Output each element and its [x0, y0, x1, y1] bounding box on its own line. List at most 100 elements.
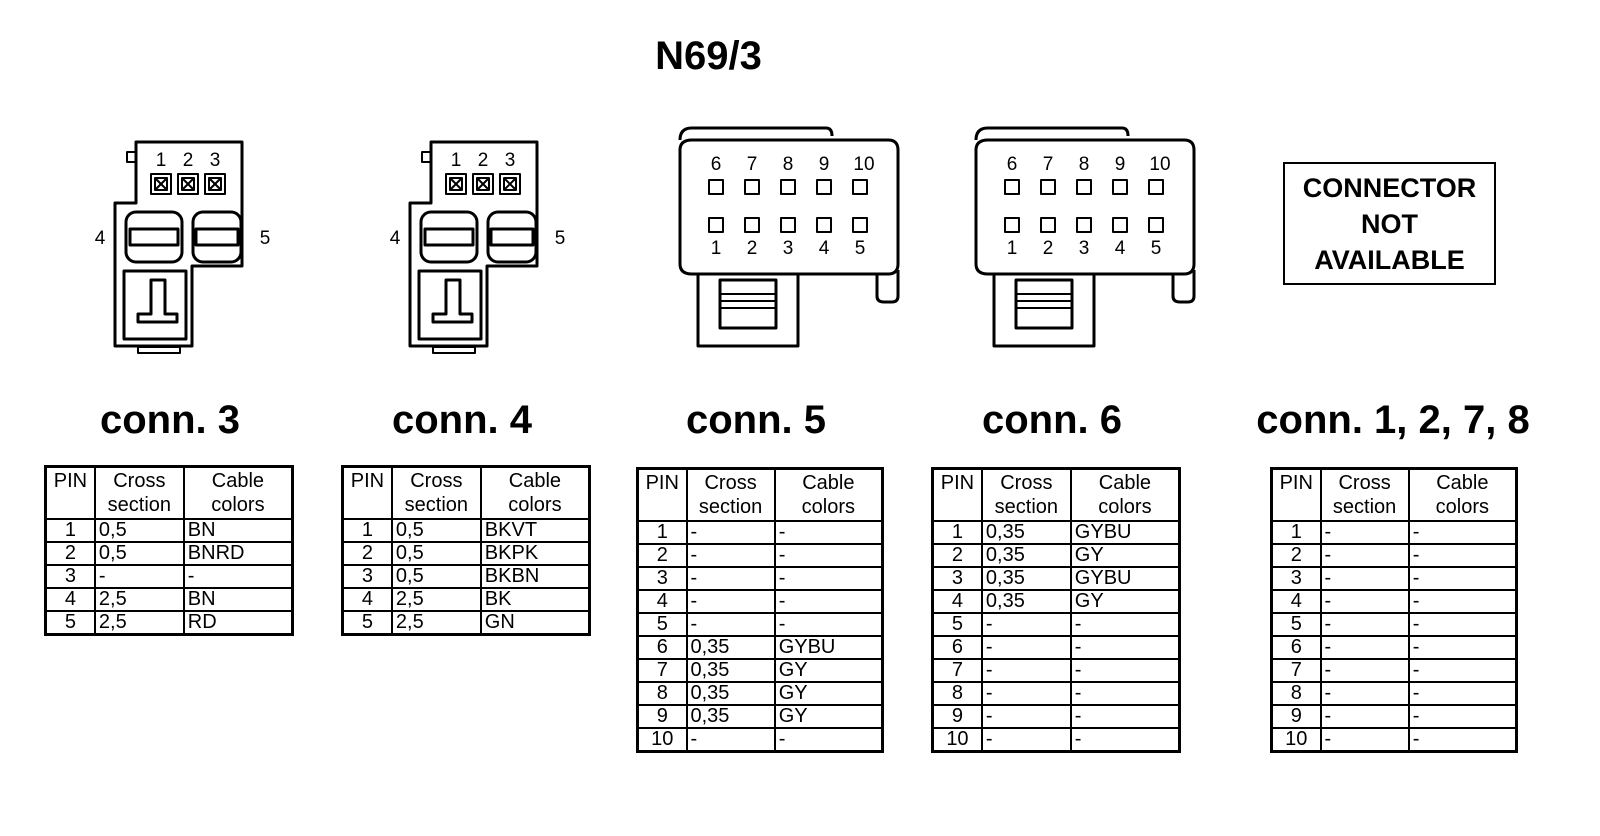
pin-number-cell: 1: [637, 520, 687, 544]
cross-section-cell: -: [685, 612, 775, 636]
table-row: 1--: [637, 520, 883, 544]
pin-number-cell: 8: [1271, 681, 1321, 705]
header-cable-line-2: colors: [1098, 496, 1152, 518]
table-row: 10--: [932, 727, 1180, 752]
header-cable-line-1: Cable: [211, 470, 265, 492]
cable-color-cell: RD: [182, 610, 293, 635]
cable-color-cell: GY: [773, 658, 883, 682]
table-row: 1--: [1271, 520, 1517, 544]
pin-number-cell: 7: [637, 658, 687, 682]
cross-section-cell: -: [1319, 589, 1409, 613]
cross-section-cell: 2,5: [390, 610, 481, 635]
cable-color-cell: -: [773, 589, 883, 613]
table-row: 4--: [637, 589, 883, 613]
cable-color-cell: -: [1407, 635, 1517, 659]
pin-label: 9: [819, 154, 830, 175]
cable-color-cell: GYBU: [773, 635, 883, 659]
cross-section-cell: -: [685, 566, 775, 590]
table-row: 3--: [1271, 566, 1517, 590]
cable-color-cell: -: [1407, 612, 1517, 636]
header-cross-line-1: Cross: [1000, 472, 1053, 494]
cross-section-cell: -: [980, 612, 1071, 636]
cross-section-cell: 2,5: [93, 587, 184, 611]
header-cable-line-1: Cable: [1098, 472, 1152, 494]
cross-section-cell: -: [1319, 658, 1409, 682]
pin-number-cell: 2: [45, 541, 95, 565]
pin-number-cell: 3: [45, 564, 95, 588]
cross-section-cell: -: [1319, 612, 1409, 636]
cable-color-cell: -: [1069, 635, 1180, 659]
cable-color-cell: BNRD: [182, 541, 293, 565]
cross-section-cell: -: [685, 543, 775, 567]
cable-color-cell: GY: [1069, 589, 1180, 613]
table-row: 8--: [1271, 681, 1517, 705]
pin-label: 10: [1149, 154, 1170, 175]
cross-section-cell: 0,5: [390, 518, 481, 542]
pin-number-cell: 3: [637, 566, 687, 590]
header-cross-line-2: section: [698, 496, 763, 518]
pin-number-cell: 5: [342, 610, 392, 635]
pin-number-cell: 1: [1271, 520, 1321, 544]
cable-color-cell: GY: [773, 704, 883, 728]
pin-label: 6: [711, 154, 722, 175]
cable-color-cell: -: [1069, 658, 1180, 682]
table-row: 2--: [1271, 543, 1517, 567]
cross-section-cell: 0,5: [390, 541, 481, 565]
cable-color-cell: BKVT: [479, 518, 590, 542]
cable-color-cell: -: [773, 566, 883, 590]
cross-section-cell: 0,35: [980, 566, 1071, 590]
pin-label: 3: [783, 238, 794, 259]
connector-5-drawing: 6 7 8 9 10 1 2 3 4 5: [678, 126, 900, 348]
not-available-line-1: CONNECTOR: [1302, 172, 1477, 203]
cable-color-cell: -: [1069, 612, 1180, 636]
pin-number-cell: 8: [637, 681, 687, 705]
pin-label: 5: [555, 228, 566, 249]
pin-label: 9: [1115, 154, 1126, 175]
pin-label: 2: [1043, 238, 1054, 259]
pin-label: 4: [95, 228, 106, 249]
cable-color-cell: -: [1069, 727, 1180, 752]
pin-label: 10: [853, 154, 874, 175]
cable-color-cell: BN: [182, 587, 293, 611]
table-row: 6--: [1271, 635, 1517, 659]
connector-5-title: conn. 5: [685, 398, 827, 442]
cross-section-cell: -: [1319, 543, 1409, 567]
cross-section-cell: 0,35: [980, 520, 1071, 544]
cable-color-cell: -: [1069, 704, 1180, 728]
pin-number-cell: 6: [932, 635, 982, 659]
cable-color-cell: GYBU: [1069, 566, 1180, 590]
pin-number-cell: 10: [932, 727, 982, 752]
pin-number-cell: 7: [932, 658, 982, 682]
connector-4-drawing: 1 2 3 4 5: [390, 140, 566, 354]
pin-number-cell: 5: [637, 612, 687, 636]
header-cross-line-2: section: [404, 494, 469, 516]
pin-number-cell: 2: [637, 543, 687, 567]
pin-number-cell: 4: [342, 587, 392, 611]
pin-number-cell: 5: [932, 612, 982, 636]
pin-label: 3: [210, 150, 221, 171]
table-row: 4--: [1271, 589, 1517, 613]
pin-number-cell: 3: [342, 564, 392, 588]
cross-section-cell: -: [1319, 566, 1409, 590]
cable-color-cell: -: [1407, 543, 1517, 567]
